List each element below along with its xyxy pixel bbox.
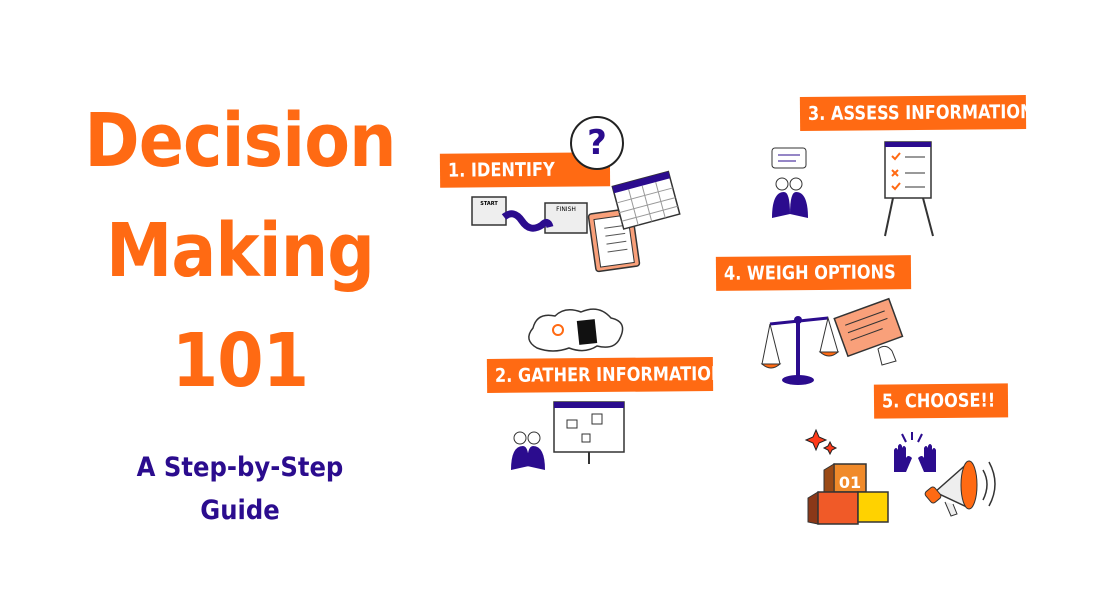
finish-sign-text: FINISH [556,206,576,213]
raised-hands-icon [894,432,936,472]
step-3-label: 3. ASSESS INFORMATION [799,95,1034,131]
step-1-label-text: 1. IDENTIFY [447,158,555,182]
megaphone-icon [924,460,996,517]
sparkle-icon [804,428,838,456]
people-icon [511,431,545,470]
step-4-label: 4. WEIGH OPTIONS [715,255,912,291]
start-finish-path-icon: START FINISH [471,196,588,234]
step-4-label-text: 4. WEIGH OPTIONS [723,261,896,285]
subtitle-line-1: A Step-by-Step [136,452,344,483]
presentation-board-icon [553,401,625,464]
title-line-1: Decision [84,98,396,184]
podium-number: 01 [839,473,861,492]
title-line-2: Making [105,208,375,294]
question-mark-icon: ? [570,116,624,170]
document-scroll-icon [833,297,904,366]
svg-text:?: ? [587,123,607,163]
step-3-label-text: 3. ASSESS INFORMATION [807,100,1034,125]
thought-cloud-icon [528,308,624,352]
podium-icon: 01 [807,463,889,525]
step-5-label: 5. CHOOSE!! [873,383,1009,419]
balance-scale-icon [760,316,840,385]
step-2-label: 2. GATHER INFORMATION [486,357,725,393]
calendar-icon [611,170,681,230]
step-5-label-text: 5. CHOOSE!! [881,389,996,413]
subtitle-line-2: Guide [200,495,280,526]
flipchart-checklist-icon [884,141,934,237]
discussion-people-icon [771,147,808,218]
step-2-label-text: 2. GATHER INFORMATION [494,362,725,387]
start-sign-text: START [480,201,498,207]
title-line-3: 101 [171,318,309,404]
